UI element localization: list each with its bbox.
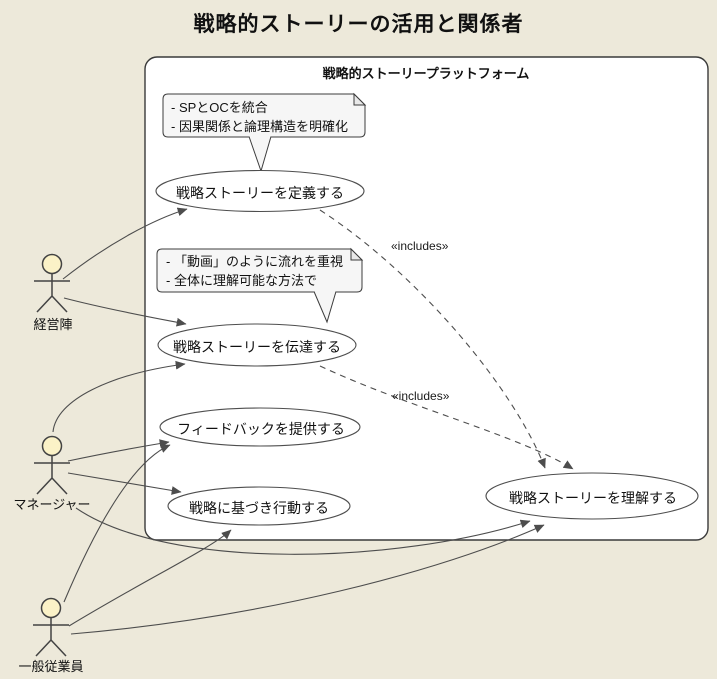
note-define-fold	[353, 92, 367, 106]
include-stereotype-label-2: «includes»	[392, 389, 450, 403]
arrow-manager-understand	[75, 507, 531, 555]
note-communicate-fold	[350, 247, 364, 261]
arrow-manager-communicate	[52, 360, 186, 433]
actor-management-figure	[34, 253, 70, 313]
include-stereotype-label-1: «includes»	[391, 239, 449, 253]
arrow-manager-act	[67, 472, 182, 495]
usecase-feedback-label: フィードバックを提供する	[177, 421, 345, 437]
usecase-act-ellipse	[167, 486, 351, 526]
include-arrow-communicate-understand	[319, 365, 574, 470]
actor-employee-figure	[33, 597, 69, 657]
arrow-management-communicate	[63, 297, 187, 327]
diagram-title: 戦略的ストーリーの活用と関係者	[193, 13, 524, 36]
arrow-manager-feedback	[67, 439, 170, 462]
arrow-employee-act	[68, 529, 232, 627]
usecase-communicate-label: 戦略ストーリーを伝達する	[173, 339, 341, 355]
usecase-feedback-ellipse	[159, 407, 361, 447]
arrow-employee-feedback	[63, 444, 171, 603]
note-communicate	[156, 248, 363, 293]
usecase-act-label: 戦略に基づき行動する	[189, 500, 329, 516]
actor-manager-label: マネージャー	[13, 497, 91, 512]
actor-employee-label: 一般従業員	[18, 659, 84, 674]
actor-management-label: 経営陣	[33, 317, 73, 332]
arrow-management-define	[62, 207, 188, 280]
usecase-understand-ellipse	[485, 472, 699, 520]
note-communicate-line2: - 全体に理解可能な方法で	[166, 273, 317, 288]
note-communicate-line1: - 「動画」のように流れを重視	[166, 254, 343, 269]
usecase-define-label: 戦略ストーリーを定義する	[176, 185, 344, 201]
note-define-line1: - SPとOCを統合	[171, 100, 268, 115]
note-communicate-text: - 「動画」のように流れを重視 - 全体に理解可能な方法で	[166, 252, 343, 290]
usecase-understand-label: 戦略ストーリーを理解する	[509, 490, 677, 506]
note-communicate-tail	[313, 291, 337, 324]
actor-manager-figure	[34, 435, 70, 495]
include-arrow-define-understand	[319, 209, 546, 469]
note-define-line2: - 因果関係と論理構造を明確化	[171, 119, 348, 134]
arrow-employee-understand	[70, 524, 545, 635]
note-define-text: - SPとOCを統合 - 因果関係と論理構造を明確化	[171, 98, 348, 136]
system-boundary-title: 戦略的ストーリープラットフォーム	[322, 66, 530, 81]
usecase-communicate-ellipse	[157, 323, 357, 367]
usecase-define-ellipse	[155, 169, 365, 213]
note-define	[162, 93, 366, 138]
